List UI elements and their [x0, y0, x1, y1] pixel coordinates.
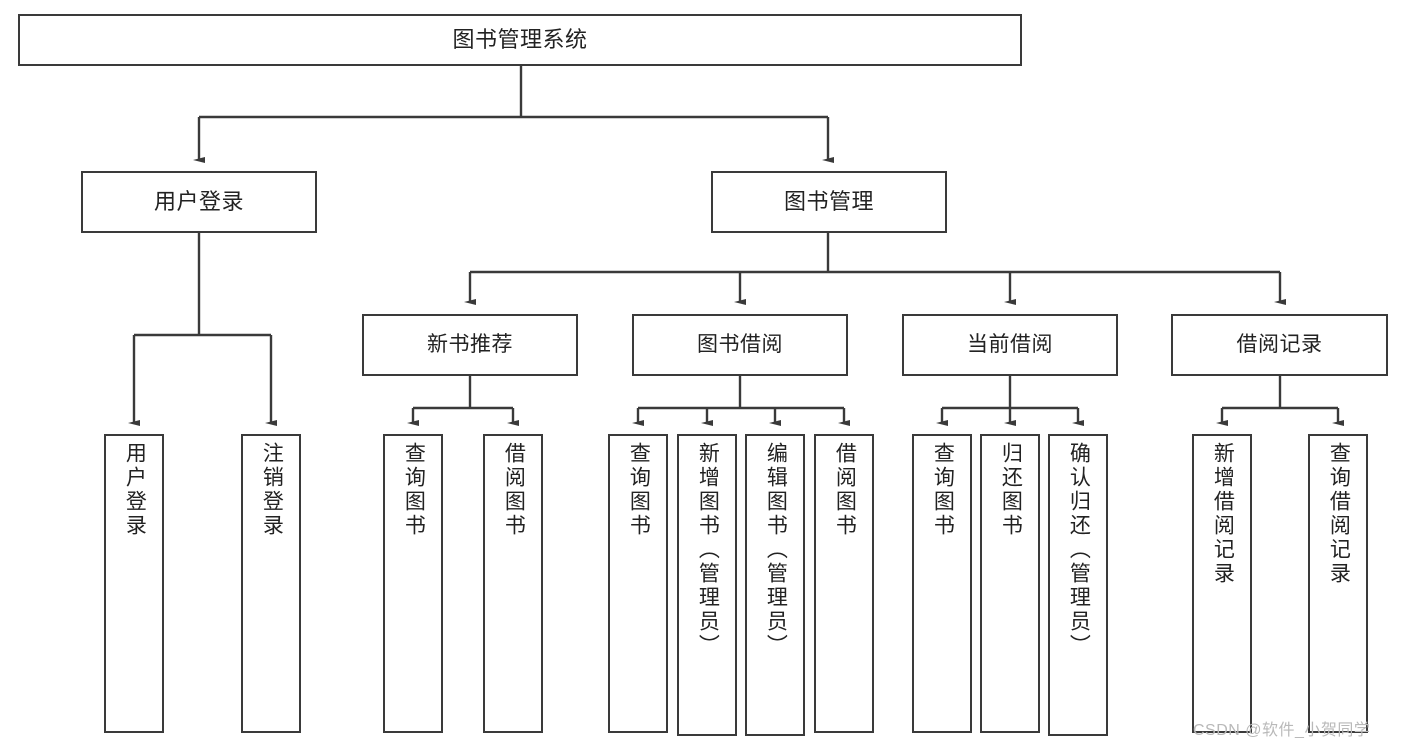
node-label: 新增借阅记录	[1211, 442, 1235, 586]
leaf-add-book-admin[interactable]: 新增图书（管理员）	[677, 434, 737, 736]
node-label: 借阅图书	[833, 442, 857, 538]
node-book-borrowing[interactable]: 图书借阅	[632, 314, 848, 376]
leaf-query-books-borrow[interactable]: 查询图书	[608, 434, 668, 733]
node-label: 借阅图书	[502, 442, 526, 538]
node-label: 注销登录	[260, 442, 284, 538]
leaf-query-books-current[interactable]: 查询图书	[912, 434, 972, 733]
node-label: 查询图书	[931, 442, 955, 538]
node-label: 图书管理	[783, 189, 874, 215]
csdn-watermark: CSDN @软件_小贺同学	[1193, 722, 1371, 739]
leaf-confirm-return-admin[interactable]: 确认归还（管理员）	[1048, 434, 1108, 736]
leaf-query-borrow-record[interactable]: 查询借阅记录	[1308, 434, 1368, 733]
node-label: 借阅记录	[1236, 332, 1323, 356]
leaf-add-borrow-record[interactable]: 新增借阅记录	[1192, 434, 1252, 733]
node-label: 当前借阅	[967, 332, 1053, 356]
node-new-book-recommendation[interactable]: 新书推荐	[362, 314, 578, 376]
leaf-return-books[interactable]: 归还图书	[980, 434, 1040, 733]
node-label: 图书借阅	[697, 332, 783, 356]
node-borrowing-records[interactable]: 借阅记录	[1171, 314, 1388, 376]
node-user-login[interactable]: 用户登录	[81, 171, 317, 233]
node-label: 查询图书	[627, 442, 651, 538]
leaf-query-books-recommend[interactable]: 查询图书	[383, 434, 443, 733]
node-book-management-system[interactable]: 图书管理系统	[18, 14, 1022, 66]
node-label: 查询图书	[402, 442, 426, 538]
node-label: 用户登录	[153, 189, 244, 215]
leaf-user-login[interactable]: 用户登录	[104, 434, 164, 733]
node-book-management[interactable]: 图书管理	[711, 171, 947, 233]
node-label: 归还图书	[999, 442, 1023, 538]
node-label: 用户登录	[123, 442, 147, 538]
node-label: 编辑图书（管理员）	[764, 442, 788, 658]
leaf-edit-book-admin[interactable]: 编辑图书（管理员）	[745, 434, 805, 736]
node-label: 新书推荐	[427, 332, 513, 356]
leaf-borrow-books[interactable]: 借阅图书	[814, 434, 874, 733]
leaf-borrow-books-recommend[interactable]: 借阅图书	[483, 434, 543, 733]
node-label: 图书管理系统	[452, 27, 588, 53]
node-label: 确认归还（管理员）	[1067, 442, 1091, 658]
node-label: 查询借阅记录	[1327, 442, 1351, 586]
node-current-borrowing[interactable]: 当前借阅	[902, 314, 1118, 376]
node-label: 新增图书（管理员）	[696, 442, 720, 658]
leaf-logout[interactable]: 注销登录	[241, 434, 301, 733]
